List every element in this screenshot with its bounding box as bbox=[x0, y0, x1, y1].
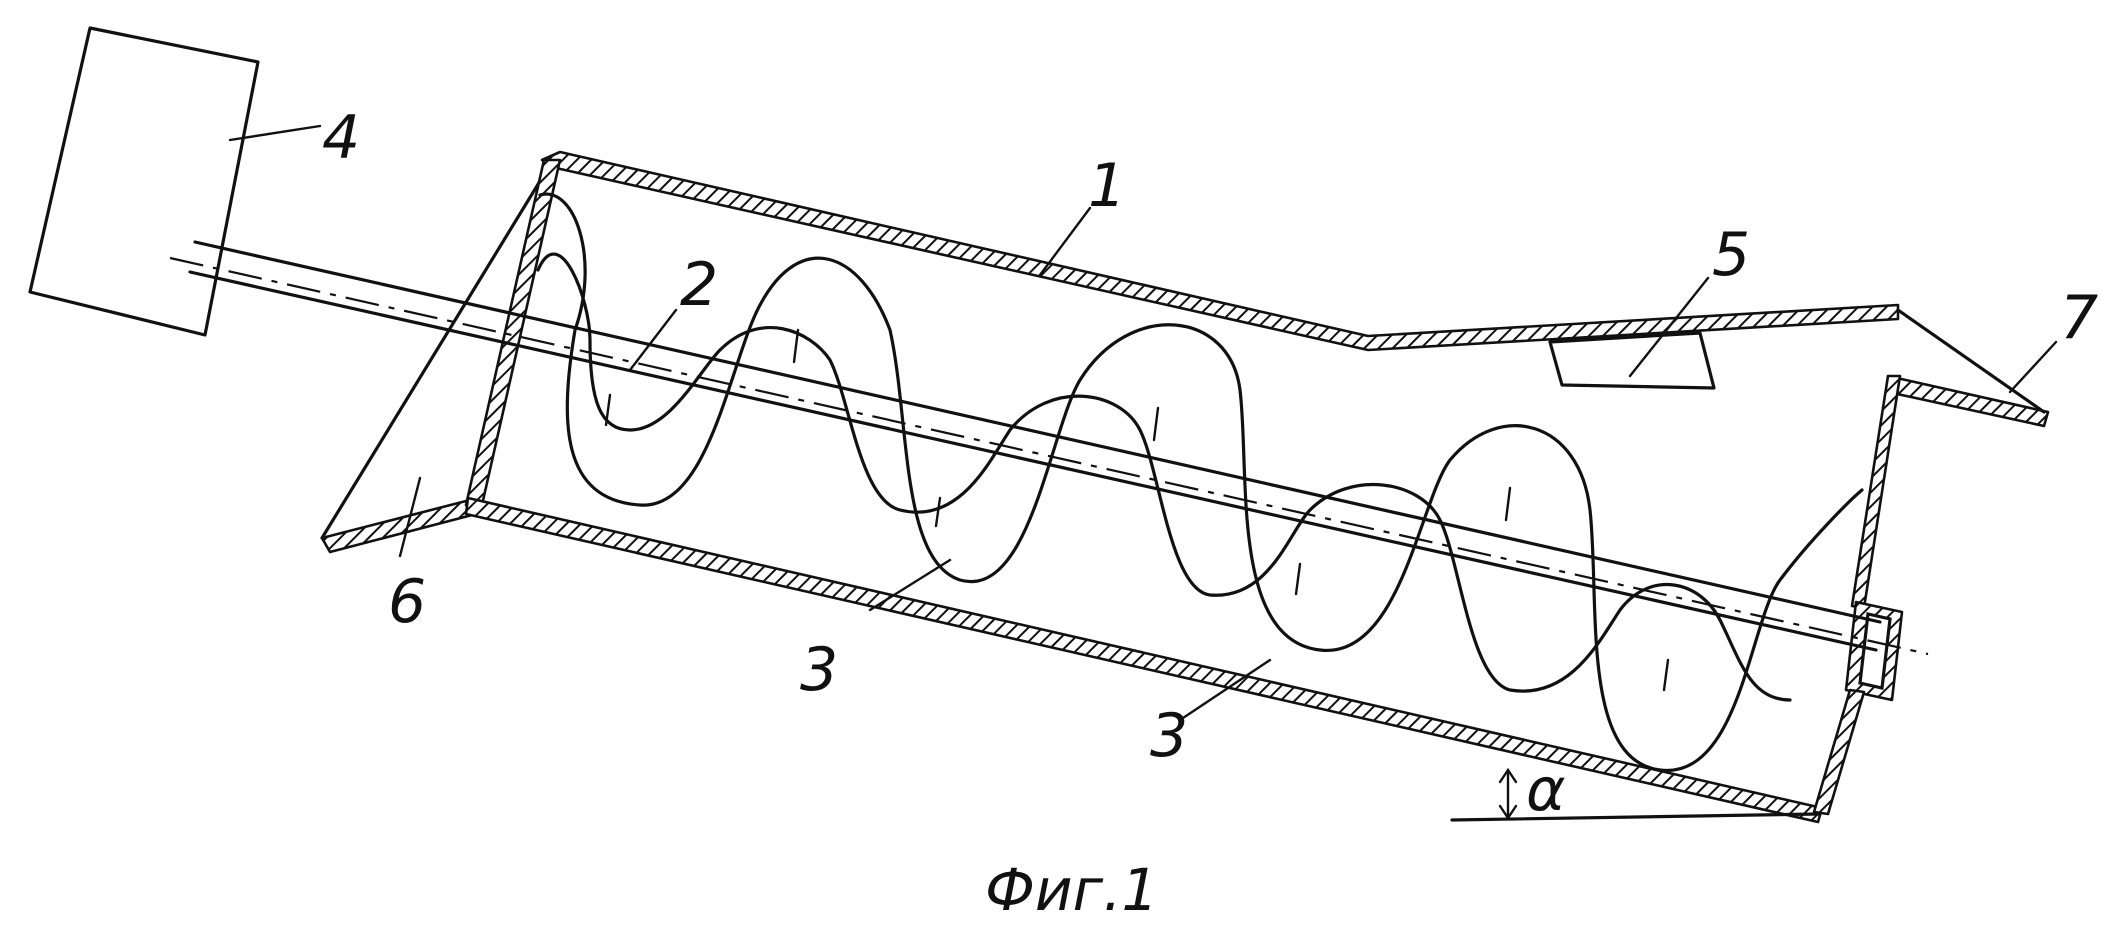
auger-helix bbox=[538, 194, 1862, 770]
label-outlet: 7 bbox=[2060, 283, 2098, 353]
label-auger-b: 3 bbox=[1150, 701, 1188, 771]
leader-lines bbox=[230, 126, 2056, 720]
figure-caption: Фиг.1 bbox=[985, 856, 1158, 924]
label-auger-a: 3 bbox=[800, 635, 838, 705]
shaft bbox=[170, 242, 1928, 654]
label-shaft: 2 bbox=[680, 250, 718, 320]
label-angle: α bbox=[1526, 755, 1566, 825]
label-housing: 1 bbox=[1088, 151, 1126, 221]
drive-motor bbox=[30, 28, 258, 335]
label-inlet: 6 bbox=[388, 567, 426, 637]
label-drive: 4 bbox=[322, 103, 360, 173]
label-sensor: 5 bbox=[1712, 220, 1750, 290]
sensor-block bbox=[1550, 333, 1714, 388]
